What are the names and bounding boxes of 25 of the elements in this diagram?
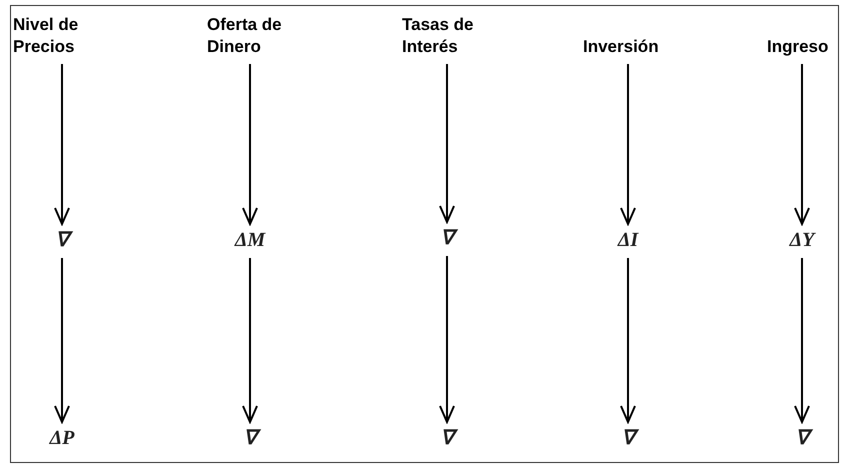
arrow <box>242 64 258 225</box>
column-heading: Oferta de Dinero <box>207 14 297 58</box>
change-symbol: ∇ <box>608 426 648 450</box>
arrow <box>54 64 70 225</box>
arrow <box>439 256 455 423</box>
arrow <box>794 64 810 225</box>
change-symbol: ∇ <box>42 228 82 252</box>
change-symbol: ∇ <box>427 226 467 250</box>
change-symbol: ∇ <box>230 426 270 450</box>
column-heading: Ingreso <box>767 36 841 58</box>
arrow <box>620 64 636 225</box>
arrow <box>54 258 70 423</box>
change-symbol: ∇ <box>782 426 822 450</box>
change-symbol: ΔP <box>42 426 82 450</box>
arrow <box>242 258 258 423</box>
column-heading: Inversión <box>583 36 673 58</box>
change-symbol: ΔI <box>608 228 648 252</box>
column-heading: Tasas de Interés <box>402 14 492 58</box>
arrow <box>620 258 636 423</box>
change-symbol: ΔY <box>782 228 822 252</box>
change-symbol: ΔM <box>225 228 275 252</box>
column-heading: Nivel de Precios <box>13 14 103 58</box>
arrow <box>794 258 810 423</box>
change-symbol: ∇ <box>427 426 467 450</box>
arrow <box>439 64 455 223</box>
